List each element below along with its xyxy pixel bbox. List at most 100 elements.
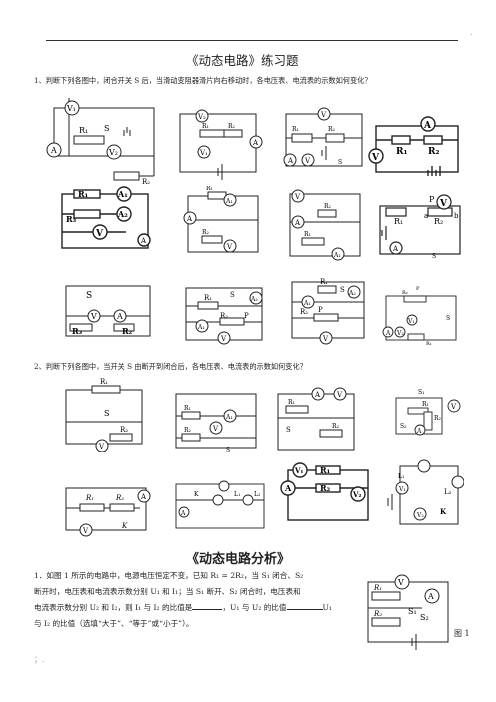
a1-label: A₁ [225, 414, 233, 421]
s2-label: S₂ [400, 423, 407, 430]
circuit-5-2: A K L₁ L₂ [175, 480, 265, 529]
circuit-1-2: V₂ V₁ A R₁ R₂ [179, 109, 263, 180]
p-label: P [318, 306, 323, 314]
a2-label: A₂ [250, 296, 258, 303]
r2-label: R₂ [324, 203, 332, 210]
footer-mark: ；. [34, 655, 45, 664]
section-title: 《动态电路分析》 [186, 551, 291, 566]
b-mark: b [454, 212, 459, 220]
r1-label: R₁ [304, 231, 311, 238]
r2-label: R₂ [202, 229, 210, 236]
v-label: V [294, 193, 301, 201]
v-label: V [322, 335, 329, 343]
k-label: K [121, 522, 128, 530]
a-label: A [284, 483, 292, 493]
v-label: V [320, 111, 327, 119]
circuit-5-4: L₁ V₁ V₂ L₂ K [387, 459, 464, 525]
problem-1-line-3b: ，U₁ 与 U₂ 的比值 [222, 603, 287, 612]
circuit-1-1: V₁ A V₂ R₁ S R₂ [46, 98, 155, 186]
a-label: A [427, 592, 434, 601]
r2-label: R₂ [115, 494, 124, 502]
v-label: V [98, 443, 105, 451]
r1-label: R₁ [373, 584, 382, 592]
l1-label: L₁ [398, 473, 404, 480]
s-label: S [226, 447, 230, 454]
circuit-3-2: A₂ A₁ V R₁ S R₂ P [185, 287, 263, 345]
problem-1: 1．如图 1 所示的电路中，电源电压恒定不变，已知 R₁ = 2R₂，当 S₁ … [34, 568, 364, 632]
a-mark: a [424, 212, 428, 220]
circuit-1-4: A V R₁ R₂ [368, 116, 459, 176]
circuit-4-2: A₁ V R₁ R₂ S [175, 393, 257, 454]
problem-1-line-1: 1．如图 1 所示的电路中，电源电压恒定不变，已知 R₁ = 2R₂，当 S₁ … [34, 571, 304, 580]
question-2: 2、判断下列各图中，当开关 S 由断开到闭合后，各电压表、电流表的示数如何变化？ [34, 362, 307, 371]
s-label: S [338, 159, 342, 166]
problem-1-line-4: 与 I₂ 的比值（选填“大于”、“等于”或“小于”）。 [34, 619, 194, 628]
v2-label: V₂ [352, 490, 362, 499]
v-label: V [95, 229, 104, 239]
r2-label: R₂ [332, 423, 340, 430]
r1-label: R₁ [184, 405, 191, 412]
k-label: K [194, 491, 199, 498]
v1-label: V₁ [407, 318, 415, 325]
r1-label: R₁ [78, 189, 88, 199]
r1-label: R₁ [292, 126, 299, 133]
k-label: K [440, 507, 447, 516]
a-label: A [294, 219, 301, 227]
r1-label: R₁ [206, 186, 213, 192]
a-label: A [287, 157, 294, 165]
circuit-3-1: V A S R₃ R₂ [65, 285, 151, 337]
a-label: A [392, 245, 399, 253]
p-label: P [244, 312, 249, 320]
circuit-5-1: A V R₁ R₂ K [65, 487, 151, 537]
a1-label: A₁ [197, 324, 205, 331]
problem-1-line-2: 断开时，电压表和电流表示数分别 U₁ 和 I₁；当 S₁ 断开、S₂ 闭合时，电… [34, 587, 301, 596]
r2-label: R₂ [434, 217, 443, 226]
r2-label: R₂ [402, 290, 408, 296]
answer-blank-1[interactable] [192, 600, 223, 610]
a-label: A [423, 121, 432, 131]
circuit-2-4: V A R₁ a R₂ b P S [379, 194, 461, 260]
a-label: A [186, 215, 193, 223]
answer-blank-2[interactable] [286, 600, 323, 610]
r2-label: R₂ [184, 427, 192, 434]
v-label: V [450, 403, 457, 411]
a-label: A [252, 139, 259, 147]
r1-label: R₁ [426, 341, 432, 346]
s-label: S [104, 409, 109, 418]
a-label: A [416, 428, 422, 435]
s-label: S [286, 426, 291, 434]
circuit-4-4: V A S₁ R₁ R₂ S₂ [395, 389, 461, 436]
v2-label: V₂ [416, 512, 424, 519]
circuit-3-3: A₂ A₁ V R₁ S R₂ P [291, 278, 365, 345]
r2-label: R₂ [328, 126, 336, 133]
s-label: S [230, 291, 235, 299]
s-label: S [86, 291, 92, 301]
v-label: V [82, 527, 89, 535]
v-label-2: V [304, 157, 311, 165]
r3-label: R₃ [72, 326, 83, 336]
v-label: V [212, 425, 219, 433]
question-1: 1、判断下列各图中，闭合开关 S 后，当滑动变阻器滑片向右移动时，各电压表、电流… [34, 76, 372, 85]
p-label: P [416, 286, 420, 292]
l2-label: L₂ [444, 488, 452, 496]
s1-label: S₁ [418, 389, 425, 396]
a-label: A [116, 312, 123, 321]
r1-label: R₁ [394, 217, 403, 226]
l1-label: L₁ [234, 491, 240, 498]
r1-label: R₁ [396, 147, 407, 157]
s-label: S [446, 315, 450, 322]
circuit-5-3: V₁ A V₂ R₁ R₂ [280, 462, 369, 521]
r1-label: R₁ [320, 465, 330, 475]
v-label: V [220, 335, 227, 343]
v-label: V [397, 578, 404, 587]
a-label: A [50, 146, 57, 155]
problem-1-line-3c: U₁ [322, 603, 332, 612]
circuit-2-3: V A A₁ R₂ R₁ [289, 189, 361, 261]
a1-label: A₁ [225, 198, 233, 205]
figure-1: V A R₁ R₂ S₁ S₂ [367, 574, 449, 650]
v1-label: V₁ [294, 466, 304, 475]
a-label: A [385, 330, 391, 337]
problem-1-line-3: 电流表示数分别 U₂ 和 I₂，则 I₁ 与 I₂ 的比值是，U₁ 与 U₂ 的… [34, 600, 364, 616]
v-label: V [371, 153, 380, 163]
v1-label: V₁ [199, 149, 208, 157]
